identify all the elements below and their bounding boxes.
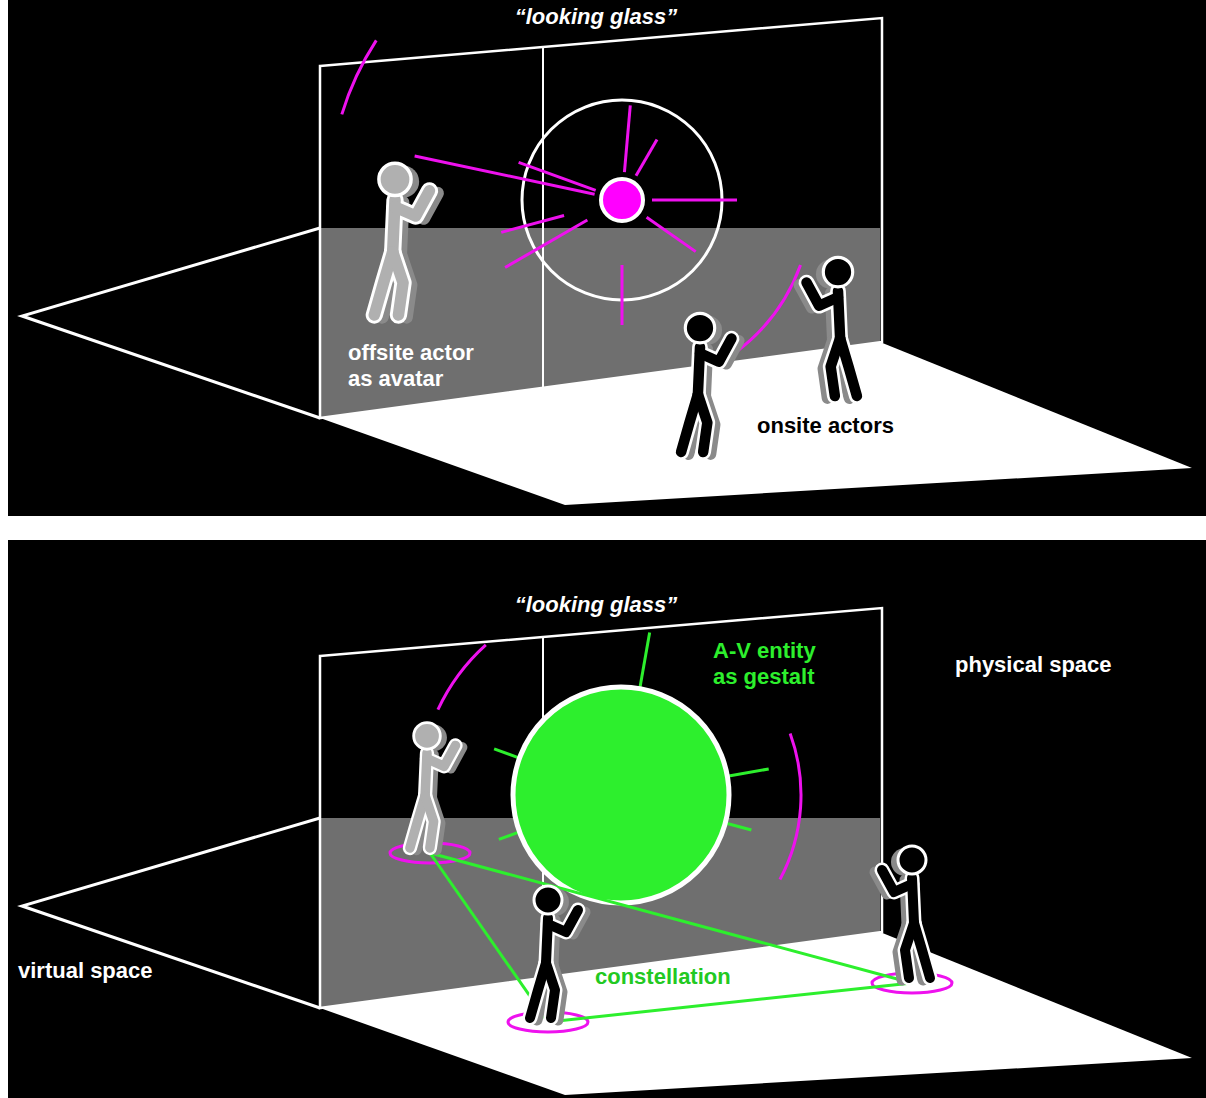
person-figure [875,846,930,980]
looking-glass-wall [320,608,882,1008]
person-figure [374,163,437,317]
entity-label: A-V entity as gestalt [713,638,822,690]
entity-spoke [501,216,564,233]
panel-ground [8,0,1206,516]
entity-spoke [519,162,596,190]
figure-outline [905,923,914,978]
entity-tick [640,633,650,689]
person-figure [410,723,462,850]
figure-head [534,886,562,914]
entity-tick [494,749,519,758]
avatar-label: offsite actor as avatar [348,340,480,392]
figure-limb [393,252,403,315]
figure-limb [546,963,555,1018]
entity-spoke [624,105,630,172]
figure-limb [698,394,707,452]
wall-title: “looking glass” [512,4,681,30]
figure-head [414,723,441,750]
entity-spoke [652,199,737,202]
physical-floor [320,932,1192,1095]
entity-tick [499,832,520,840]
figure-head [685,313,714,342]
figure-outline [425,796,434,848]
figure-limb [905,923,914,978]
figure-head [823,257,852,286]
wall-divider [542,47,544,388]
constellation-line [430,853,912,983]
entity-spoke [636,139,657,175]
virtual-floor-outline [22,228,320,418]
space-label: virtual space [18,958,153,984]
entity-core [601,179,643,221]
entity-tick [727,769,768,776]
constellation-label: constellation [595,964,731,990]
figure-head [898,846,926,874]
person-figure [530,886,585,1020]
space-label: physical space [955,652,1112,678]
figure-limb [425,796,434,848]
figure-limb [831,338,840,396]
field-arc [438,645,486,710]
person-figure [799,257,857,398]
figure-outline [831,338,840,396]
looking-glass-wall [320,18,882,418]
figure-outline [546,963,555,1018]
entity-spoke [621,265,624,325]
physical-floor [320,342,1192,505]
entity-spoke [647,217,696,251]
actors-label: onsite actors [757,413,894,439]
panel-ground [8,540,1206,1098]
scene-panel [22,18,1192,505]
gestalt-entity [513,687,729,903]
field-arc [780,733,801,879]
entity-tick [725,823,751,830]
wall-title: “looking glass” [512,592,681,618]
field-arc [342,40,376,114]
scene-panel [22,608,1192,1095]
figure-outline [698,394,707,452]
person-figure [681,313,739,454]
figure-outline [393,252,403,315]
figure-head [379,163,411,195]
constellation-line [430,853,548,1022]
